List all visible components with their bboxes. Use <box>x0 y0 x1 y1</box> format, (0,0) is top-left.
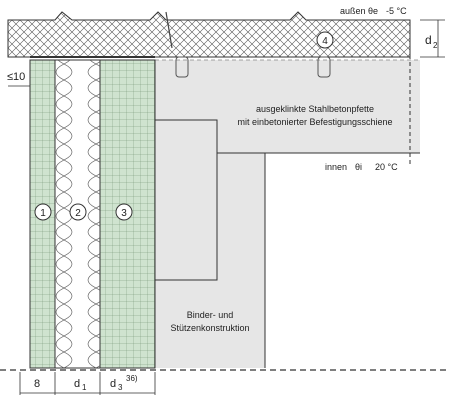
inside-temp: 20 °C <box>375 162 398 172</box>
marker-1: 1 <box>34 203 52 221</box>
marker-2: 2 <box>69 203 87 221</box>
structure-label-line2: Stützenkonstruktion <box>170 323 249 333</box>
inside-label: innen <box>325 162 347 172</box>
outside-temp: -5 °C <box>386 6 407 16</box>
svg-text:1: 1 <box>40 208 46 219</box>
inside-temp-symbol: θi <box>355 162 362 172</box>
outside-temp-symbol: θe <box>368 6 378 16</box>
fastener-left <box>175 56 189 78</box>
dim-d3-sub: 3 <box>118 383 123 392</box>
dim-d1: d <box>74 378 80 390</box>
marker-4: 4 <box>316 31 334 49</box>
purlin-label-line1: ausgeklinkte Stahlbetonpfette <box>256 104 374 114</box>
svg-text:2: 2 <box>433 41 438 50</box>
dim-8: 8 <box>34 378 40 390</box>
dimension-le10: ≤10 <box>7 71 31 92</box>
fastener-right <box>317 56 331 78</box>
structure-label-line1: Binder- und <box>187 310 234 320</box>
svg-text:2: 2 <box>75 208 81 219</box>
roof-panel <box>7 11 411 78</box>
concrete-structure <box>155 59 420 368</box>
dim-d1-sub: 1 <box>82 383 87 392</box>
purlin-label-line2: mit einbetonierter Befestigungsschiene <box>237 117 392 127</box>
marker-3: 3 <box>115 203 133 221</box>
svg-text:4: 4 <box>322 36 328 47</box>
svg-text:d: d <box>425 33 432 47</box>
dim-d3: d <box>110 378 116 390</box>
svg-text:≤10: ≤10 <box>7 71 25 83</box>
svg-text:3: 3 <box>121 208 127 219</box>
dimension-bottom: 8 d 1 d 3 36) <box>19 372 156 395</box>
dim-d3-note: 36) <box>126 374 138 383</box>
dimension-d2: d 2 <box>420 19 445 58</box>
outside-label: außen <box>340 6 366 16</box>
